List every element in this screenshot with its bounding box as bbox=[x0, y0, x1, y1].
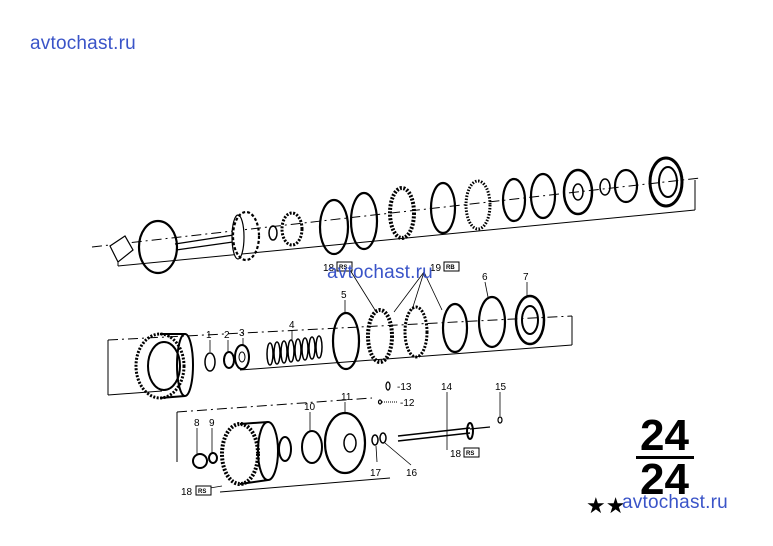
callout-9: 9 bbox=[209, 418, 215, 429]
star-icon: ★★ bbox=[586, 494, 626, 519]
watermark-top-left: avtochast.ru bbox=[30, 33, 136, 54]
group-number-top: 24 bbox=[640, 411, 689, 460]
callout-8: 8 bbox=[194, 418, 200, 429]
callout-13: -13 bbox=[397, 382, 412, 393]
callout-11: 11 bbox=[341, 392, 352, 403]
tag-rs-mid: RS bbox=[466, 451, 474, 457]
bottom-row-frame bbox=[176, 397, 391, 493]
callout-6: 6 bbox=[482, 272, 488, 283]
tag-rb: RB bbox=[446, 265, 455, 271]
group-number-bottom: 24 bbox=[640, 455, 689, 504]
callouts: 1 2 3 4 5 6 7 8 9 10 11 -12 -13 14 15 16… bbox=[181, 261, 529, 498]
callout-7: 7 bbox=[523, 272, 529, 283]
top-row-rings bbox=[137, 156, 684, 275]
callout-12: -12 bbox=[400, 398, 415, 409]
callout-15: 15 bbox=[495, 382, 507, 393]
callout-17: 17 bbox=[370, 468, 382, 479]
group-number-divider bbox=[636, 456, 694, 459]
callout-16: 16 bbox=[406, 468, 418, 479]
callout-18-mid: 18 bbox=[450, 449, 462, 460]
callout-14: 14 bbox=[441, 382, 453, 393]
callout-3: 3 bbox=[239, 328, 245, 339]
callout-1: 1 bbox=[206, 330, 212, 341]
callout-18-bottom: 18 bbox=[181, 487, 193, 498]
middle-row-frame bbox=[107, 315, 573, 396]
leader-lines bbox=[196, 269, 528, 491]
callout-19: 19 bbox=[430, 263, 442, 274]
tag-rs-top: RS bbox=[339, 265, 347, 271]
callout-2: 2 bbox=[224, 330, 230, 341]
callout-10: 10 bbox=[304, 402, 316, 413]
middle-row-parts bbox=[134, 294, 546, 400]
callout-4: 4 bbox=[289, 320, 295, 331]
bottom-row-parts bbox=[192, 381, 503, 486]
tag-rs-bottom: RS bbox=[198, 489, 206, 495]
callout-5: 5 bbox=[341, 290, 347, 301]
watermark-bottom-right: avtochast.ru bbox=[622, 492, 728, 513]
watermark-center: avtochast.ru bbox=[327, 262, 433, 283]
callout-18-top: 18 bbox=[323, 263, 335, 274]
